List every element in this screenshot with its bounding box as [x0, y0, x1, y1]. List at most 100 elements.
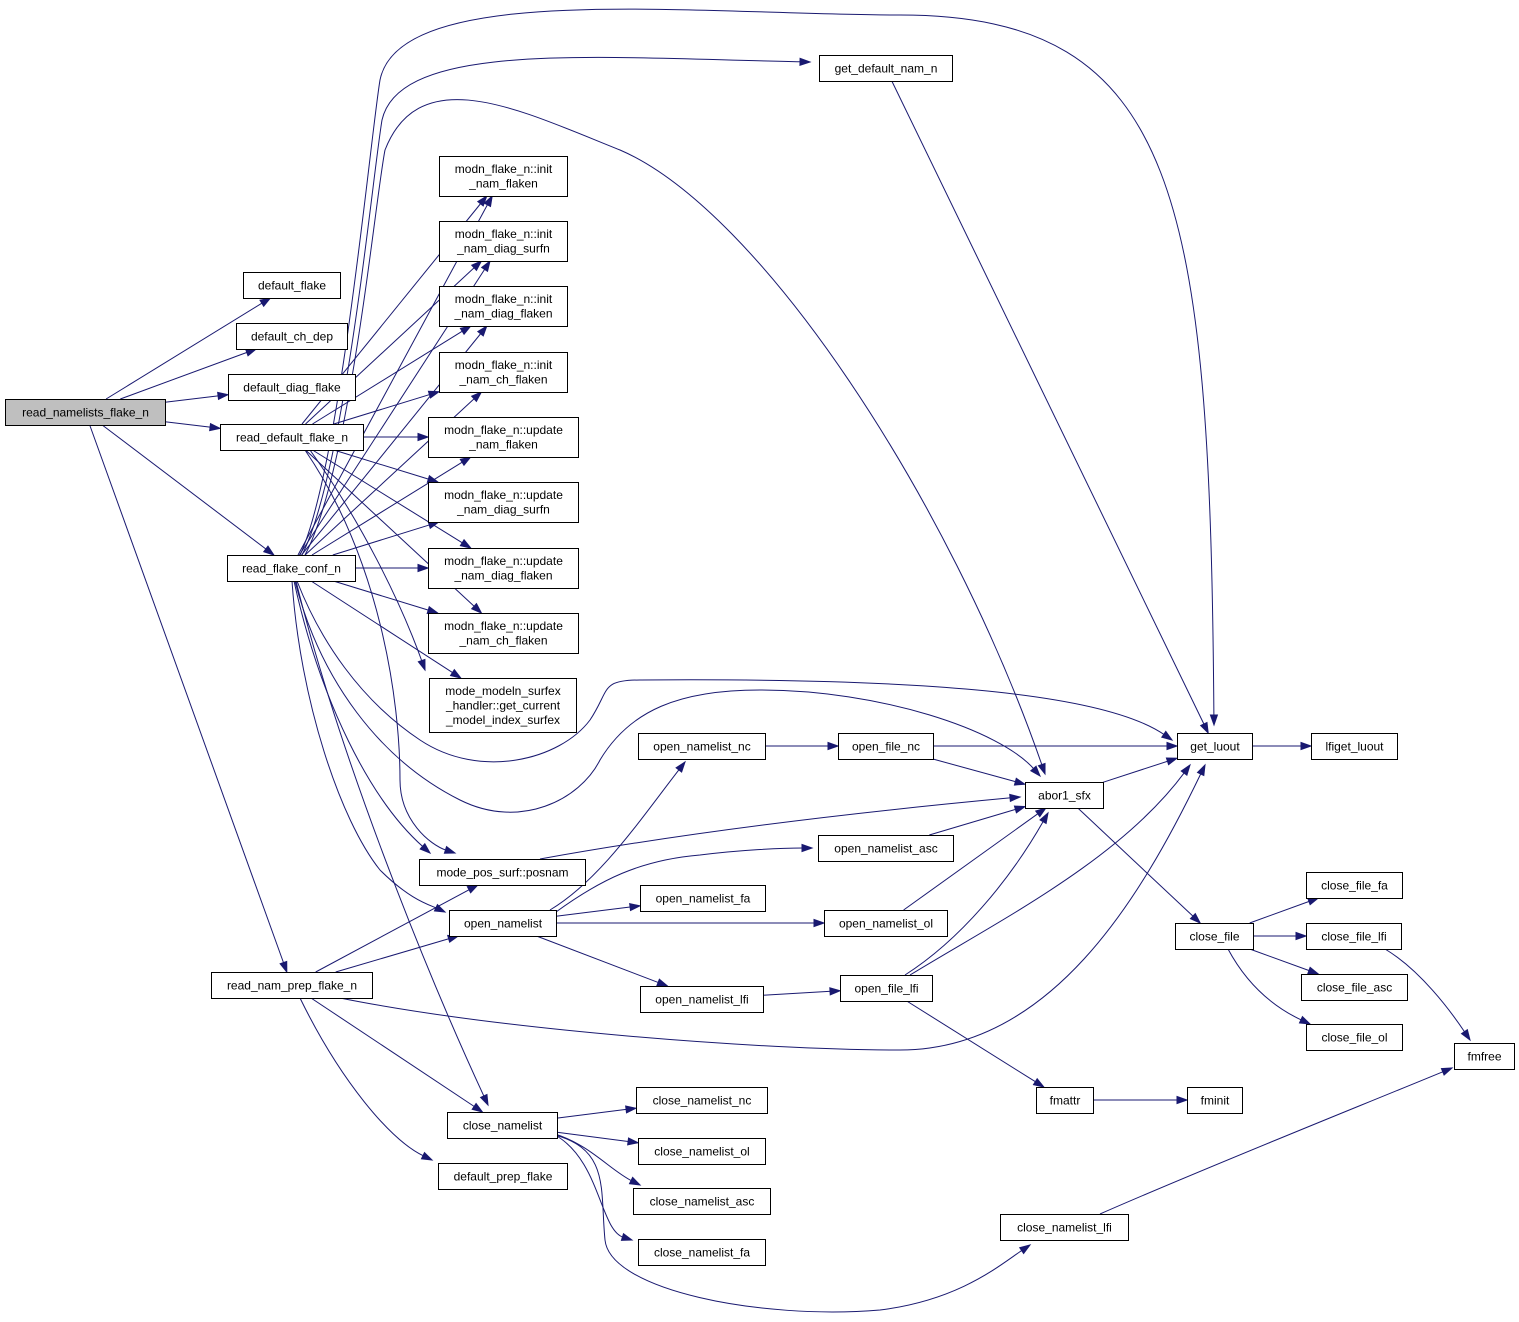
node-box[interactable]: [1000, 1214, 1129, 1241]
node-update-nam-ch-flaken[interactable]: modn_flake_n::update_nam_ch_flaken: [428, 613, 579, 654]
node-box[interactable]: [838, 733, 934, 760]
node-box[interactable]: [819, 55, 953, 82]
node-close-file[interactable]: close_file: [1175, 923, 1254, 950]
node-box[interactable]: [1311, 733, 1398, 760]
node-box[interactable]: [840, 975, 933, 1002]
node-fmfree[interactable]: fmfree: [1454, 1043, 1515, 1070]
node-close-file-fa[interactable]: close_file_fa: [1306, 872, 1403, 899]
node-init-nam-diag-flaken[interactable]: modn_flake_n::init_nam_diag_flaken: [439, 286, 568, 327]
node-label: read_default_flake_n: [236, 430, 348, 444]
edge-read_flake_conf_n-to-init_nam_flaken: [297, 194, 493, 556]
node-close-file-lfi[interactable]: close_file_lfi: [1306, 923, 1402, 950]
node-box[interactable]: [1175, 923, 1254, 950]
node-open-namelist-asc[interactable]: open_namelist_asc: [818, 835, 954, 862]
node-box[interactable]: [1036, 1087, 1094, 1114]
node-get-luout[interactable]: get_luout: [1177, 733, 1253, 760]
node-lfiget-luout[interactable]: lfiget_luout: [1311, 733, 1398, 760]
node-label: default_prep_flake: [454, 1169, 553, 1183]
node-box[interactable]: [438, 1163, 568, 1190]
node-box[interactable]: [638, 1138, 766, 1165]
edge-line: [556, 1108, 628, 1119]
node-fminit[interactable]: fminit: [1187, 1087, 1243, 1114]
node-box[interactable]: [1454, 1043, 1515, 1070]
node-label: open_file_nc: [852, 739, 920, 753]
node-close-namelist[interactable]: close_namelist: [447, 1112, 558, 1139]
node-update-nam-flaken[interactable]: modn_flake_n::update_nam_flaken: [428, 417, 579, 458]
node-close-namelist-nc[interactable]: close_namelist_nc: [636, 1087, 768, 1114]
node-close-namelist-lfi[interactable]: close_namelist_lfi: [1000, 1214, 1129, 1241]
node-update-nam-diag-flaken[interactable]: modn_flake_n::update_nam_diag_flaken: [428, 548, 579, 589]
node-box[interactable]: [243, 272, 341, 299]
node-box[interactable]: [1306, 872, 1403, 899]
node-box[interactable]: [1301, 974, 1408, 1001]
node-box[interactable]: [1187, 1087, 1243, 1114]
arrowhead-icon: [426, 474, 440, 483]
node-box[interactable]: [228, 374, 356, 401]
node-box[interactable]: [640, 986, 764, 1013]
node-box[interactable]: [428, 613, 579, 654]
node-box[interactable]: [428, 482, 579, 523]
node-close-namelist-fa[interactable]: close_namelist_fa: [638, 1239, 766, 1266]
edge-line: [297, 203, 489, 556]
node-close-namelist-asc[interactable]: close_namelist_asc: [633, 1188, 771, 1215]
arrowhead-icon: [1199, 721, 1209, 735]
node-init-nam-flaken[interactable]: modn_flake_n::init_nam_flaken: [439, 156, 568, 197]
node-default-diag-flake[interactable]: default_diag_flake: [228, 374, 356, 401]
node-box[interactable]: [439, 286, 568, 327]
node-open-namelist-ol[interactable]: open_namelist_ol: [824, 910, 948, 937]
node-close-file-ol[interactable]: close_file_ol: [1306, 1024, 1403, 1051]
node-get-current-model-index-surfex[interactable]: mode_modeln_surfex_handler::get_current_…: [429, 678, 577, 733]
node-box[interactable]: [1306, 1024, 1403, 1051]
node-default-prep-flake[interactable]: default_prep_flake: [438, 1163, 568, 1190]
node-box[interactable]: [428, 548, 579, 589]
node-init-nam-diag-surfn[interactable]: modn_flake_n::init_nam_diag_surfn: [439, 221, 568, 262]
node-default-ch-dep[interactable]: default_ch_dep: [236, 323, 348, 350]
node-read-nam-prep-flake-n[interactable]: read_nam_prep_flake_n: [211, 972, 373, 999]
node-box[interactable]: [638, 1239, 766, 1266]
node-open-namelist-fa[interactable]: open_namelist_fa: [640, 885, 766, 912]
node-box[interactable]: [211, 972, 373, 999]
node-label: close_namelist_fa: [654, 1245, 750, 1259]
node-box[interactable]: [419, 859, 586, 886]
node-box[interactable]: [633, 1188, 771, 1215]
node-open-namelist[interactable]: open_namelist: [449, 910, 557, 937]
node-box[interactable]: [439, 221, 568, 262]
node-box[interactable]: [1025, 782, 1104, 809]
node-box[interactable]: [428, 417, 579, 458]
node-read-namelists-flake-n[interactable]: read_namelists_flake_n: [5, 399, 166, 426]
edge-read_namelists_flake_n-to-read_flake_conf_n: [101, 424, 276, 556]
node-init-nam-ch-flaken[interactable]: modn_flake_n::init_nam_ch_flaken: [439, 352, 568, 393]
node-update-nam-diag-surfn[interactable]: modn_flake_n::update_nam_diag_surfn: [428, 482, 579, 523]
node-default-flake[interactable]: default_flake: [243, 272, 341, 299]
node-close-namelist-ol[interactable]: close_namelist_ol: [638, 1138, 766, 1165]
edge-abor1_sfx-to-close_file: [1077, 807, 1202, 925]
node-box[interactable]: [429, 678, 577, 733]
node-open-namelist-nc[interactable]: open_namelist_nc: [638, 733, 766, 760]
node-open-namelist-lfi[interactable]: open_namelist_lfi: [640, 986, 764, 1013]
node-box[interactable]: [5, 399, 166, 426]
node-box[interactable]: [640, 885, 766, 912]
node-box[interactable]: [1177, 733, 1253, 760]
node-box[interactable]: [220, 424, 364, 451]
node-box[interactable]: [439, 156, 568, 197]
node-box[interactable]: [449, 910, 557, 937]
node-box[interactable]: [638, 733, 766, 760]
node-box[interactable]: [1306, 923, 1402, 950]
node-box[interactable]: [447, 1112, 558, 1139]
node-box[interactable]: [818, 835, 954, 862]
node-open-file-lfi[interactable]: open_file_lfi: [840, 975, 933, 1002]
node-box[interactable]: [236, 323, 348, 350]
node-read-flake-conf-n[interactable]: read_flake_conf_n: [227, 555, 356, 582]
node-box[interactable]: [439, 352, 568, 393]
node-read-default-flake-n[interactable]: read_default_flake_n: [220, 424, 364, 451]
node-open-file-nc[interactable]: open_file_nc: [838, 733, 934, 760]
node-box[interactable]: [636, 1087, 768, 1114]
node-get-default-nam-n[interactable]: get_default_nam_n: [819, 55, 953, 82]
node-abor1-sfx[interactable]: abor1_sfx: [1025, 782, 1104, 809]
node-close-file-asc[interactable]: close_file_asc: [1301, 974, 1408, 1001]
node-fmattr[interactable]: fmattr: [1036, 1087, 1094, 1114]
node-posnam[interactable]: mode_pos_surf::posnam: [419, 859, 586, 886]
edge-line: [311, 461, 464, 556]
node-box[interactable]: [227, 555, 356, 582]
node-box[interactable]: [824, 910, 948, 937]
